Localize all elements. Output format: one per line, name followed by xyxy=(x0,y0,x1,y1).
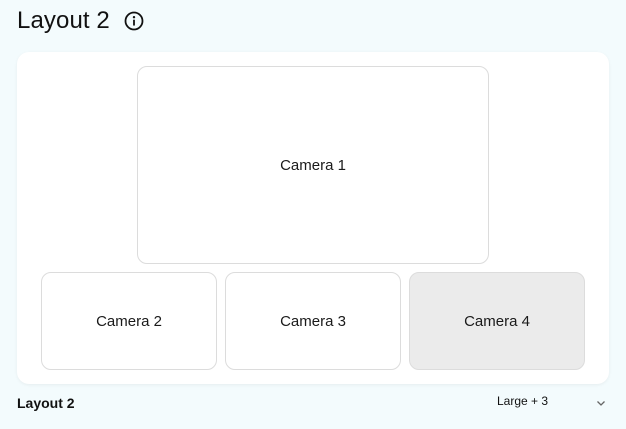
info-circle-icon[interactable] xyxy=(124,11,144,31)
camera-tile-1[interactable]: Camera 1 xyxy=(137,66,489,264)
chevron-down-icon xyxy=(596,395,606,406)
layout-type-select[interactable]: Large + 3 xyxy=(490,391,610,411)
camera-label: Camera 3 xyxy=(280,312,346,330)
camera-tile-4[interactable]: Camera 4 xyxy=(409,272,585,370)
camera-label: Camera 4 xyxy=(464,312,530,330)
layout-type-value: Large + 3 xyxy=(497,394,549,408)
page-title: Layout 2 xyxy=(17,7,110,34)
layout-name-label: Layout 2 xyxy=(17,395,75,411)
page-header: Layout 2 xyxy=(17,4,144,38)
camera-label: Camera 1 xyxy=(280,156,346,174)
camera-label: Camera 2 xyxy=(96,312,162,330)
camera-tile-3[interactable]: Camera 3 xyxy=(225,272,401,370)
camera-tile-2[interactable]: Camera 2 xyxy=(41,272,217,370)
camera-layout-panel: Camera 1 Camera 2 Camera 3 Camera 4 xyxy=(17,52,609,384)
